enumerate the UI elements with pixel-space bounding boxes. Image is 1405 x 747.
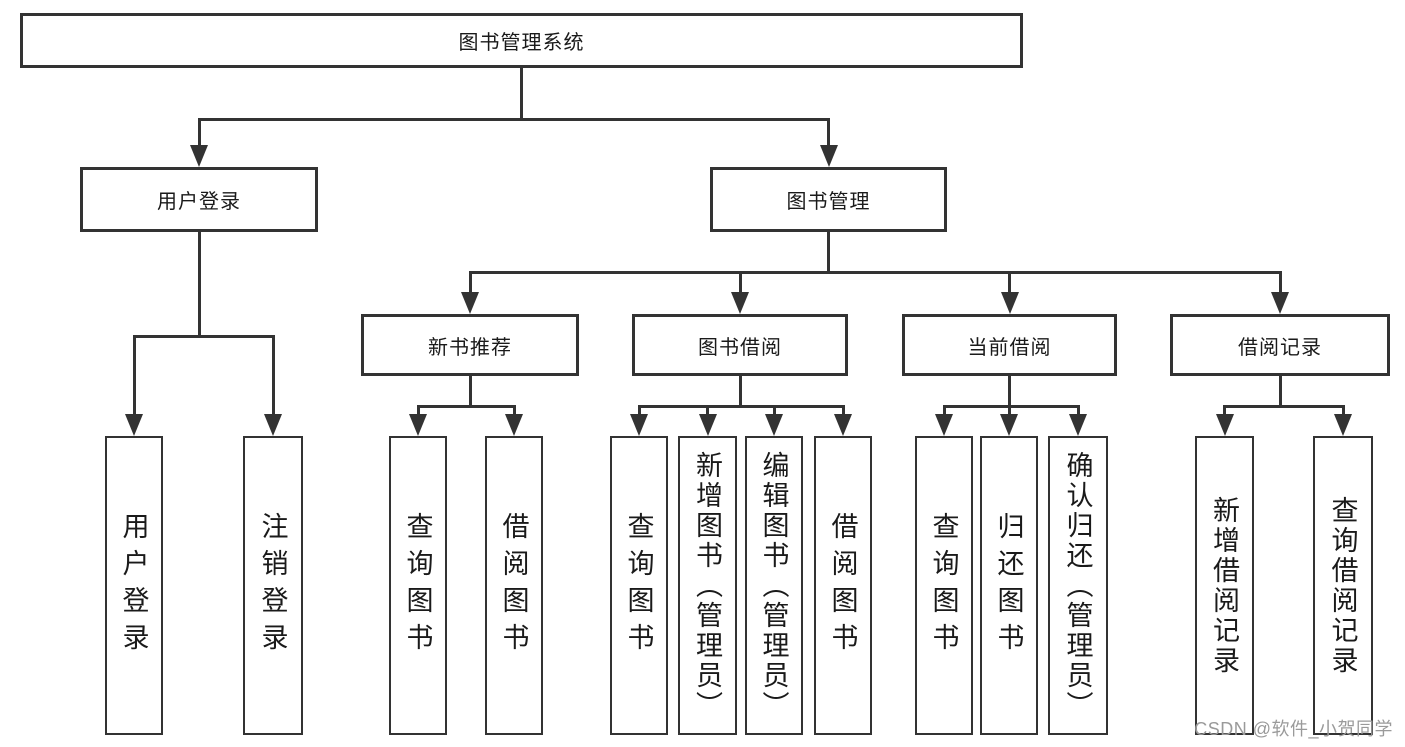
node-br-add-record: 新增借阅记录 <box>1195 436 1254 735</box>
node-book-management: 图书管理 <box>710 167 947 232</box>
node-nb-borrow-books: 借阅图书 <box>485 436 543 735</box>
node-cb-confirm-return: 确认归还（管理员） <box>1048 436 1108 735</box>
node-label: 查询借阅记录 <box>1327 495 1358 676</box>
node-ul-login: 用户登录 <box>105 436 163 735</box>
node-label: 借阅图书 <box>498 511 529 660</box>
arrow-down-icon <box>1271 292 1289 314</box>
node-label: 查询图书 <box>928 511 959 660</box>
arrow-down-icon <box>731 292 749 314</box>
node-root: 图书管理系统 <box>20 13 1023 68</box>
arrow-down-icon <box>1334 414 1352 436</box>
node-bb-edit-books: 编辑图书（管理员） <box>745 436 803 735</box>
arrow-down-icon <box>409 414 427 436</box>
connector-line <box>637 404 845 408</box>
connector-line <box>1007 406 1011 420</box>
node-cb-query-books: 查询图书 <box>915 436 973 735</box>
connector-line <box>841 406 845 420</box>
connector-line <box>772 406 776 420</box>
node-label: 新增图书（管理员） <box>692 450 722 721</box>
connector-line <box>197 119 201 151</box>
connector-line <box>1341 406 1345 420</box>
node-label: 注销登录 <box>257 511 288 660</box>
node-bb-borrow-books: 借阅图书 <box>814 436 872 735</box>
connector-line <box>827 119 830 151</box>
node-label: 图书管理 <box>786 191 871 213</box>
arrow-down-icon <box>461 292 479 314</box>
arrow-down-icon <box>505 414 523 436</box>
node-nb-query-books: 查询图书 <box>389 436 447 735</box>
arrow-down-icon <box>630 414 648 436</box>
arrow-down-icon <box>1000 414 1018 436</box>
connector-line <box>197 232 201 336</box>
connector-line <box>416 406 420 420</box>
node-cb-return-books: 归还图书 <box>980 436 1038 735</box>
node-label: 查询图书 <box>623 511 654 660</box>
connector-line <box>942 406 946 420</box>
connector-line <box>1008 376 1011 406</box>
node-label: 图书管理系统 <box>458 32 585 54</box>
connector-line <box>1008 272 1011 298</box>
node-borrowing-records: 借阅记录 <box>1170 314 1390 376</box>
node-label: 用户登录 <box>157 191 241 213</box>
node-label: 归还图书 <box>993 511 1024 660</box>
node-label: 借阅记录 <box>1238 336 1322 359</box>
node-label: 新增借阅记录 <box>1209 495 1239 676</box>
arrow-down-icon <box>190 145 208 167</box>
connector-line <box>520 68 523 119</box>
node-book-borrowing: 图书借阅 <box>632 314 848 376</box>
connector-line <box>1223 404 1345 408</box>
node-label: 图书借阅 <box>698 336 782 359</box>
connector-line <box>132 336 136 420</box>
connector-line <box>706 406 709 420</box>
connector-line <box>468 272 472 298</box>
node-label: 新书推荐 <box>428 336 512 359</box>
node-label: 编辑图书（管理员） <box>758 450 789 721</box>
arrow-down-icon <box>834 414 852 436</box>
connector-line <box>1278 376 1282 406</box>
arrow-down-icon <box>819 145 838 167</box>
connector-line <box>512 406 516 420</box>
node-label: 借阅图书 <box>827 511 858 660</box>
connector-line <box>468 270 1282 274</box>
node-label: 查询图书 <box>402 511 433 660</box>
node-ul-logout: 注销登录 <box>243 436 303 735</box>
arrow-down-icon <box>1215 414 1234 436</box>
node-bb-query-books: 查询图书 <box>610 436 668 735</box>
node-label: 用户登录 <box>118 511 149 660</box>
connector-line <box>132 334 275 338</box>
connector-line <box>1076 406 1080 420</box>
arrow-down-icon <box>698 414 717 436</box>
connector-line <box>942 404 1080 408</box>
node-bb-add-books: 新增图书（管理员） <box>678 436 737 735</box>
arrow-down-icon <box>935 414 953 436</box>
connector-line <box>468 376 472 406</box>
connector-line <box>1278 272 1282 298</box>
connector-line <box>197 117 830 121</box>
arrow-down-icon <box>765 414 783 436</box>
node-br-query-record: 查询借阅记录 <box>1313 436 1373 735</box>
connector-line <box>271 336 275 420</box>
node-new-book-recommend: 新书推荐 <box>361 314 579 376</box>
connector-line <box>738 272 742 298</box>
connector-line <box>637 406 641 420</box>
node-label: 当前借阅 <box>967 336 1052 359</box>
connector-line <box>416 404 516 408</box>
connector-line <box>1223 406 1226 420</box>
node-user-login: 用户登录 <box>80 167 318 232</box>
node-current-borrowing: 当前借阅 <box>902 314 1117 376</box>
connector-line <box>738 376 742 406</box>
arrow-down-icon <box>125 414 143 436</box>
connector-line <box>827 232 830 272</box>
node-label: 确认归还（管理员） <box>1062 450 1093 721</box>
arrow-down-icon <box>1069 414 1087 436</box>
arrow-down-icon <box>1000 292 1019 314</box>
arrow-down-icon <box>264 414 282 436</box>
watermark: CSDN @软件_小贺同学 <box>1194 719 1393 739</box>
